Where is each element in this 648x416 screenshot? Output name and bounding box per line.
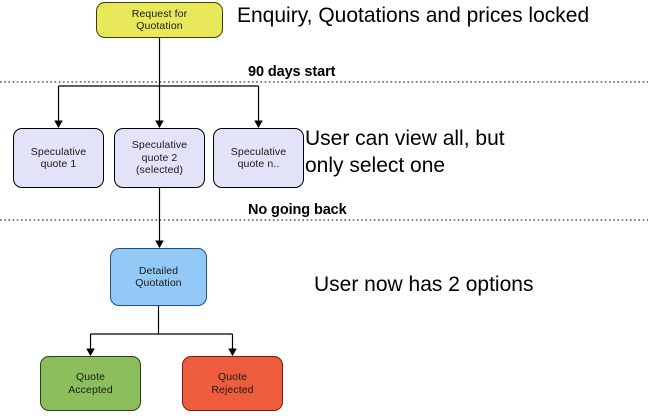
node-quote-accepted-label: Quote Accepted bbox=[68, 371, 113, 396]
node-speculative-quote-n[interactable]: Speculative quote n.. bbox=[213, 128, 304, 188]
node-speculative-quote-2-label: Speculative quote 2 (selected) bbox=[131, 139, 188, 177]
node-detailed-quotation-label: Detailed Quotation bbox=[135, 264, 182, 289]
node-speculative-quote-2-selected[interactable]: Speculative quote 2 (selected) bbox=[114, 128, 205, 188]
node-quote-rejected-label: Quote Rejected bbox=[211, 371, 254, 396]
annotation-two-options: User now has 2 options bbox=[314, 273, 534, 296]
divider-label-no-going-back: No going back bbox=[248, 202, 347, 218]
node-detailed-quotation[interactable]: Detailed Quotation bbox=[110, 248, 207, 306]
node-speculative-quote-n-label: Speculative quote n.. bbox=[230, 145, 287, 170]
node-quote-rejected[interactable]: Quote Rejected bbox=[182, 356, 283, 411]
node-speculative-quote-1-label: Speculative quote 1 bbox=[30, 145, 87, 170]
annotation-prices-locked: Enquiry, Quotations and prices locked bbox=[237, 4, 590, 27]
annotation-view-select-one: User can view all, but only select one bbox=[305, 127, 505, 177]
node-request-for-quotation-label: Request for Quotation bbox=[131, 7, 188, 32]
node-speculative-quote-1[interactable]: Speculative quote 1 bbox=[13, 128, 104, 188]
node-quote-accepted[interactable]: Quote Accepted bbox=[40, 356, 141, 411]
node-request-for-quotation[interactable]: Request for Quotation bbox=[96, 2, 223, 38]
divider-label-90-days-start: 90 days start bbox=[248, 64, 336, 80]
